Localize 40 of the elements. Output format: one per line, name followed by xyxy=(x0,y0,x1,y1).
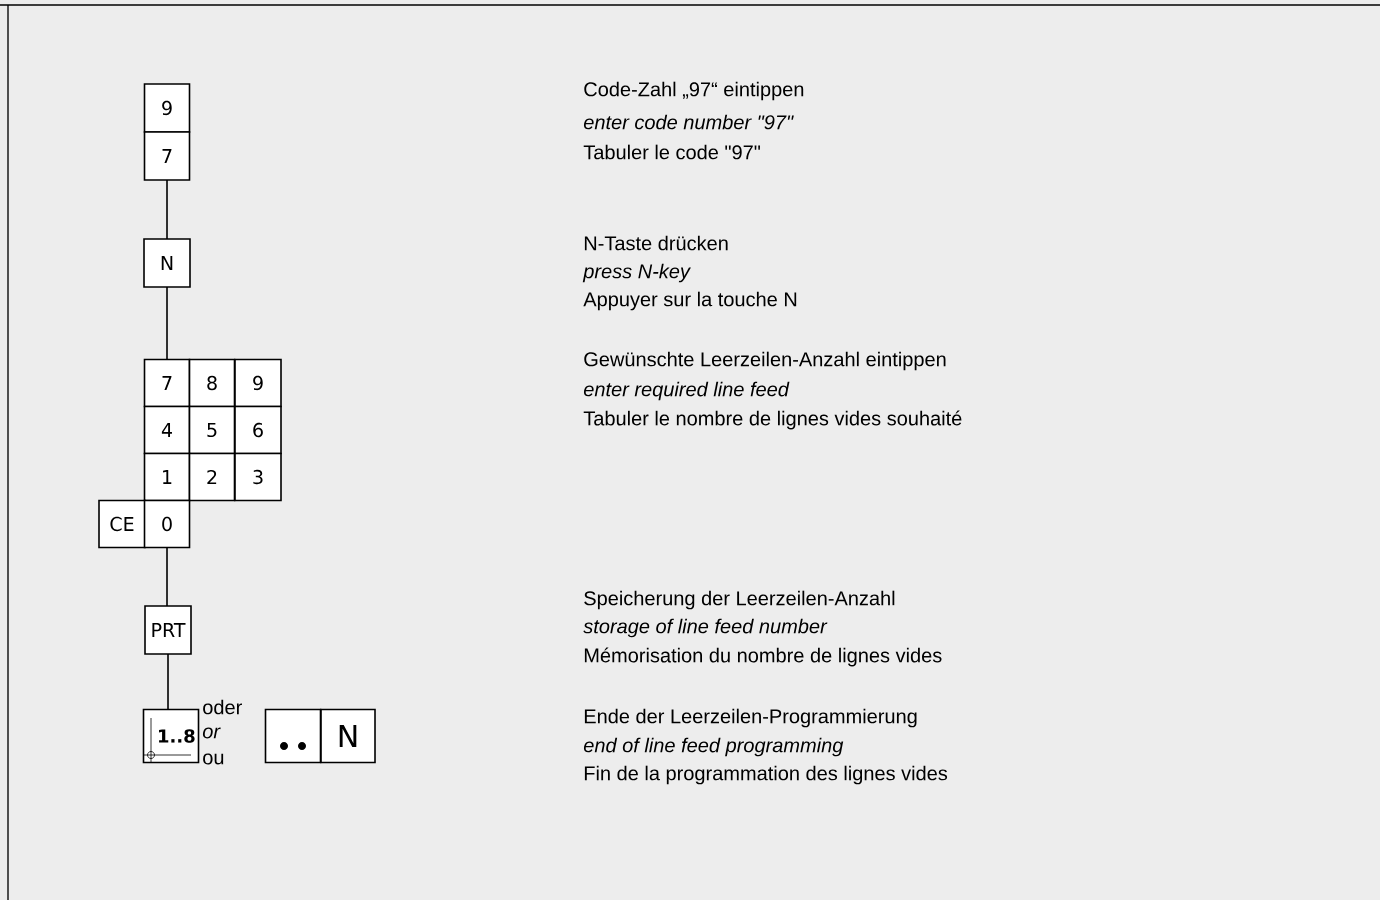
key-button: 4 xyxy=(143,405,191,455)
key-button xyxy=(264,708,322,764)
key-button: 7 xyxy=(143,358,191,408)
key-button: 5 xyxy=(188,405,236,455)
instruction-text: Ende der Leerzeilen-Programmierung xyxy=(584,708,917,728)
instruction-text: storage of line feed number xyxy=(583,618,828,638)
key-button: 9 xyxy=(234,358,282,408)
key-button: CE xyxy=(98,499,146,549)
key-button: 9 xyxy=(143,83,191,133)
connector-line xyxy=(167,653,169,710)
key-button: 2 xyxy=(188,452,236,502)
instruction-text: end of line feed programming xyxy=(583,737,844,757)
alternative-word: oder xyxy=(203,699,242,715)
key-button: 3 xyxy=(234,452,282,502)
key-button: 1 xyxy=(143,452,191,502)
instruction-text: Appuyer sur la touche N xyxy=(583,291,797,311)
instruction-text: Gewünschte Leerzeilen-Anzahl eintippen xyxy=(584,351,946,371)
instruction-text: enter code number "97" xyxy=(583,114,794,130)
key-button: 0 xyxy=(143,499,191,549)
instruction-text: N-Taste drücken xyxy=(584,235,728,251)
connector-line xyxy=(166,546,168,607)
alternative-word: or xyxy=(202,727,221,739)
instruction-text: Mémorisation du nombre de lignes vides xyxy=(584,647,942,667)
key-button: 8 xyxy=(188,358,236,408)
key-button: N xyxy=(320,708,376,764)
instruction-text: Tabuler le code "97" xyxy=(583,144,761,160)
connector-line xyxy=(166,179,168,240)
instruction-text: Speicherung der Leerzeilen-Anzahl xyxy=(584,590,895,610)
key-button: 1..8 xyxy=(142,708,200,764)
instruction-text: Code-Zahl „97“ eintippen xyxy=(584,81,804,101)
instruction-text: press N-key xyxy=(582,263,691,283)
instruction-text: Tabuler le nombre de lignes vides souhaité xyxy=(583,410,962,430)
connector-line xyxy=(166,286,168,360)
instruction-text: Fin de la programmation des lignes vides xyxy=(584,765,948,785)
key-button: 7 xyxy=(143,131,191,181)
key-button: N xyxy=(143,238,191,288)
key-button: 6 xyxy=(234,405,282,455)
key-button: PRT xyxy=(144,605,192,655)
instruction-text: enter required line feed xyxy=(583,381,790,401)
alternative-word: ou xyxy=(203,753,224,765)
